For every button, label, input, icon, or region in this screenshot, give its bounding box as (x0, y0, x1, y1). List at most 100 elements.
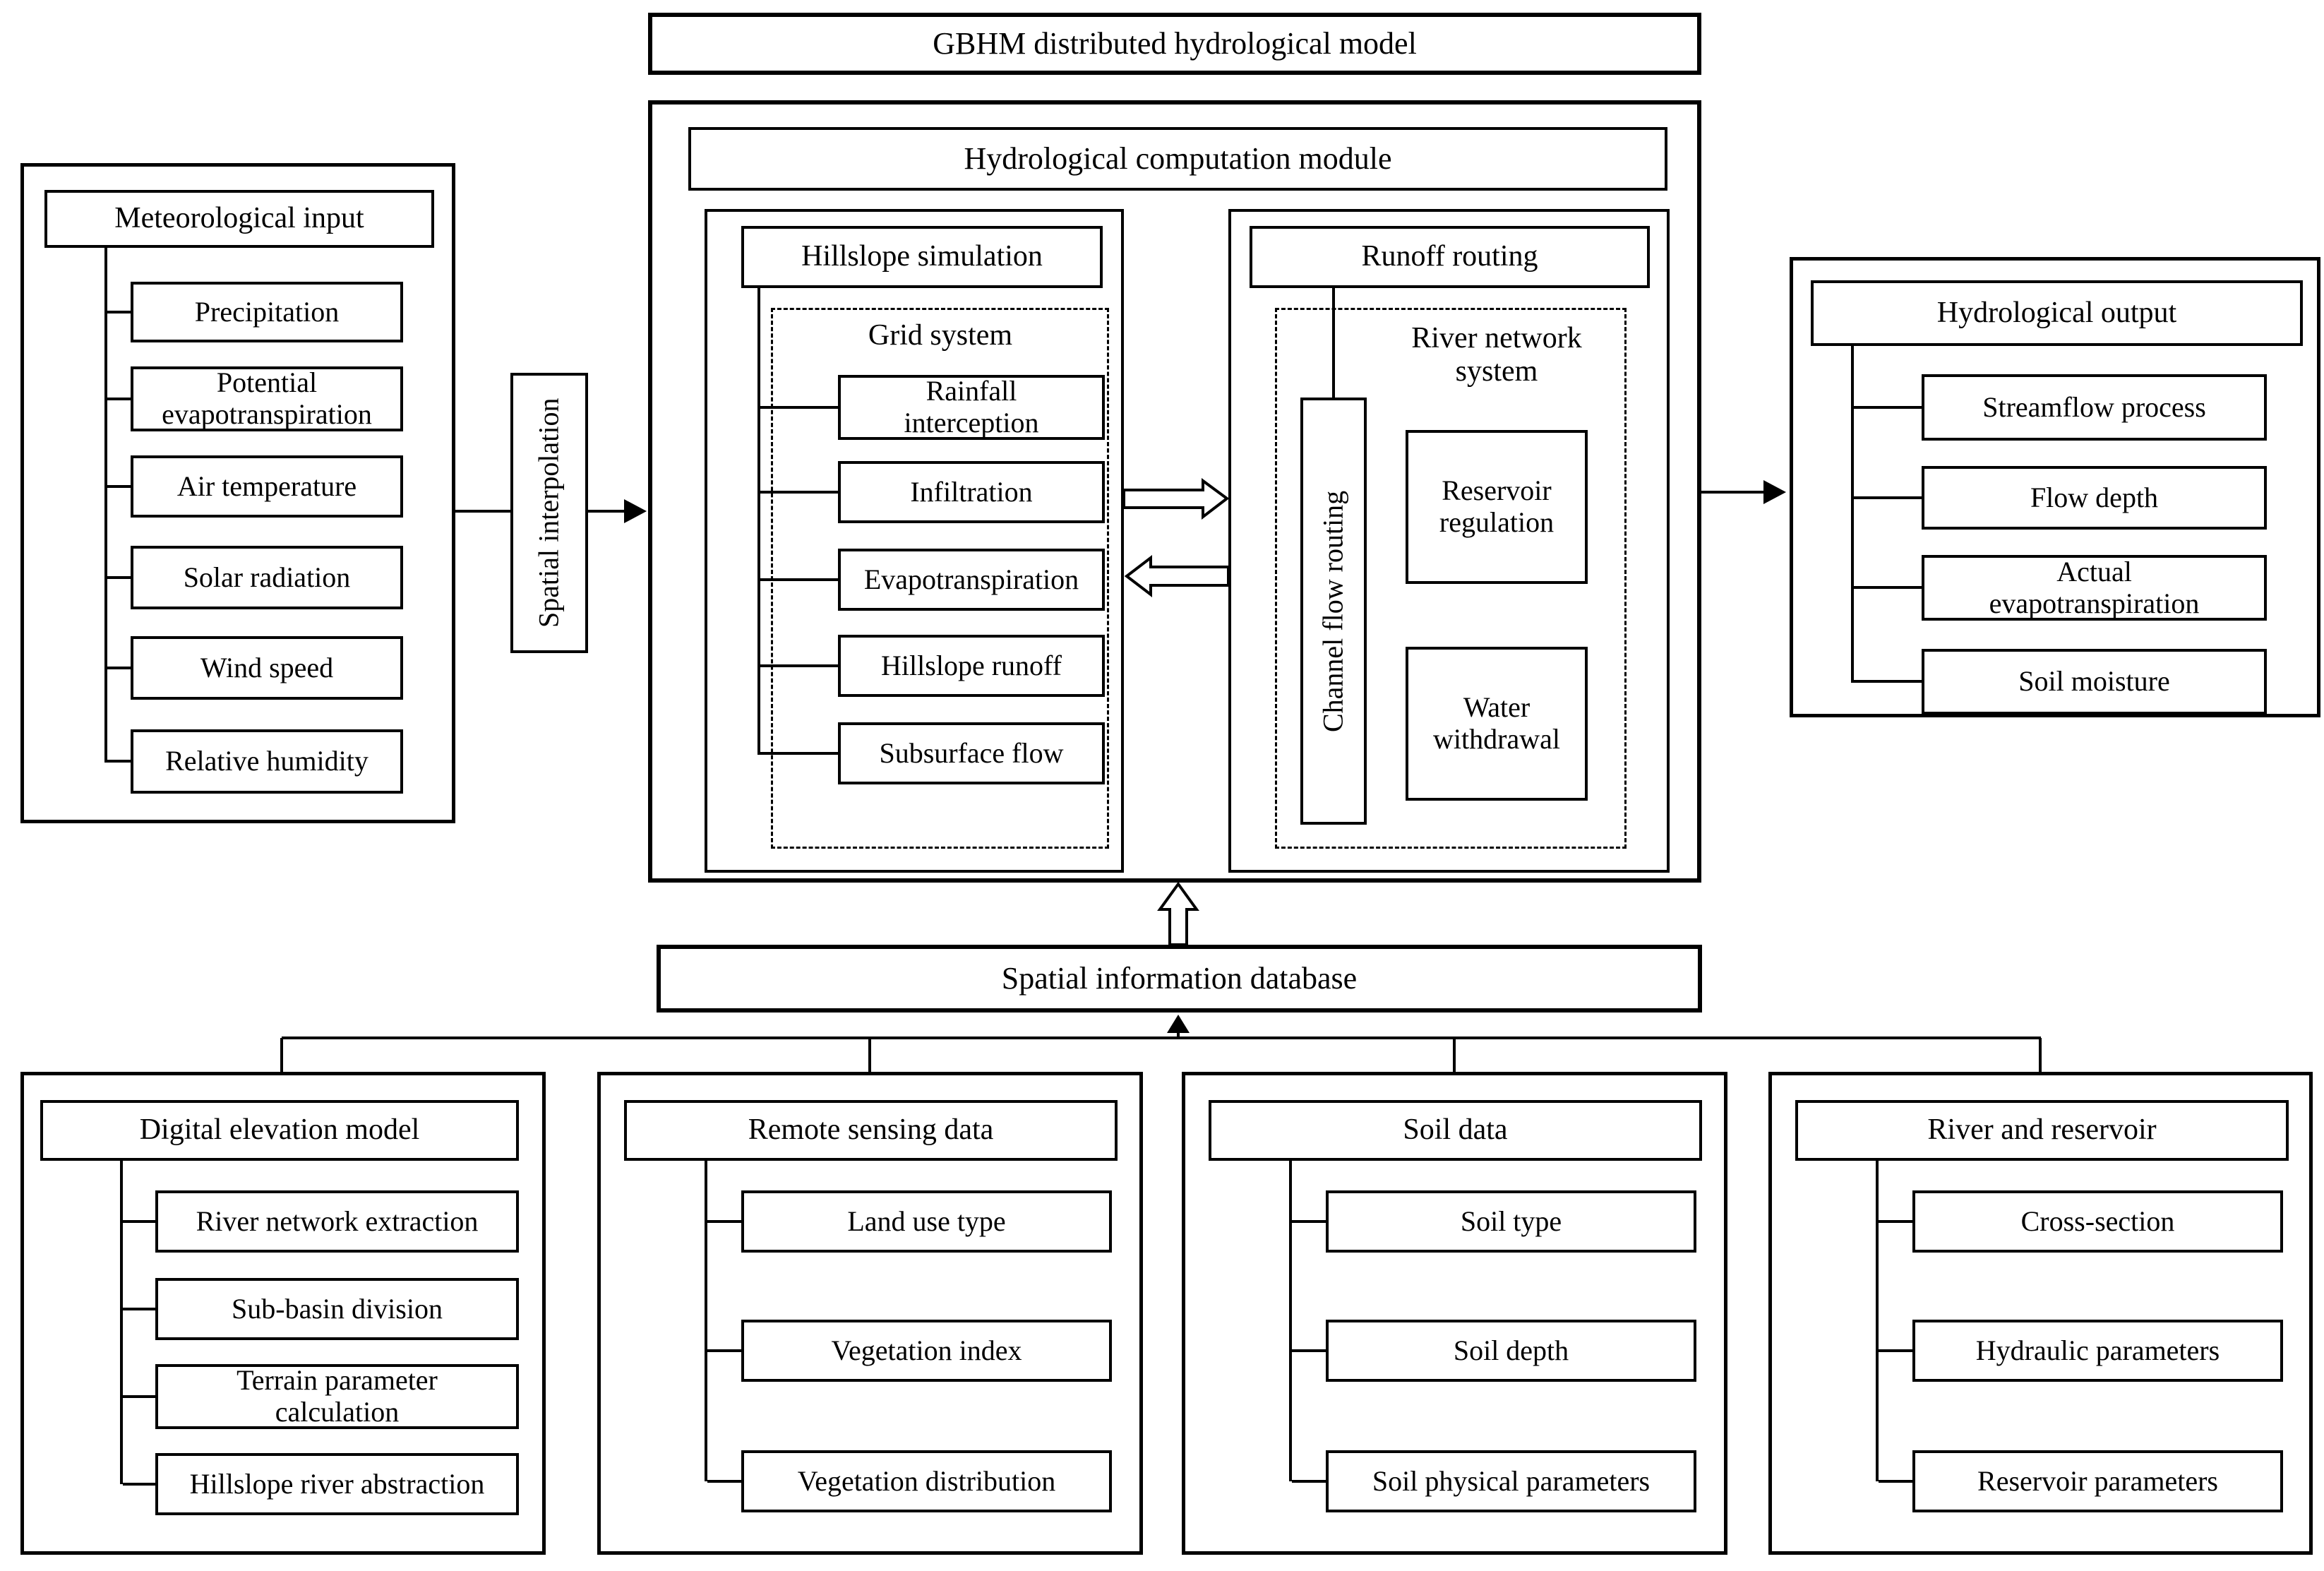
title-hillslope-simulation: Hillslope simulation (741, 226, 1103, 288)
connector-line (760, 578, 838, 581)
arrow-database-to-module (1157, 881, 1199, 946)
connector-line (107, 576, 131, 579)
connector-line (107, 485, 131, 488)
connector-line (123, 1395, 155, 1398)
box-spatial-information-database: Spatial information database (657, 945, 1702, 1013)
box-streamflow-process: Streamflow process (1922, 374, 2267, 441)
connector-line (107, 311, 131, 313)
connector-line (1453, 1038, 1456, 1073)
title-soil-data: Soil data (1209, 1100, 1702, 1161)
box-soil-type: Soil type (1326, 1190, 1696, 1253)
connector-line (868, 1038, 871, 1073)
connector-line (1854, 586, 1922, 589)
box-spatial-interpolation: Spatial interpolation (510, 373, 588, 653)
connector-line (707, 1480, 741, 1483)
connector-line (1851, 346, 1854, 683)
connector-line (760, 406, 838, 409)
box-river-network-extraction: River network extraction (155, 1190, 519, 1253)
panel-hillslope-simulation (705, 209, 1124, 873)
connector-line (107, 667, 131, 669)
connector-line (2039, 1038, 2042, 1073)
arrow-module-to-output (1701, 491, 1765, 494)
title-meteorological-input: Meteorological input (44, 190, 434, 248)
connector-line (1292, 1349, 1326, 1352)
connector-line (1292, 1480, 1326, 1483)
box-rainfall-interception: Rainfall interception (838, 375, 1105, 440)
title-gbhm-model: GBHM distributed hydrological model (648, 13, 1701, 75)
title-hydrological-output: Hydrological output (1811, 280, 2303, 346)
box-hydraulic-parameters: Hydraulic parameters (1912, 1320, 2283, 1382)
connector-line (123, 1483, 155, 1486)
panel-meteorological-input (20, 163, 455, 823)
connector-line (757, 288, 760, 755)
box-soil-depth: Soil depth (1326, 1320, 1696, 1382)
title-river-and-reservoir: River and reservoir (1795, 1100, 2289, 1161)
arrow-sources-to-database (1167, 1015, 1190, 1033)
box-hillslope-river-abstraction: Hillslope river abstraction (155, 1453, 519, 1515)
line-met-to-interpolation (455, 510, 510, 513)
connector-line (1876, 1161, 1879, 1481)
panel-runoff-routing (1228, 209, 1670, 873)
box-precipitation: Precipitation (131, 282, 403, 342)
box-terrain-parameter-calculation: Terrain parameter calculation (155, 1364, 519, 1429)
box-wind-speed: Wind speed (131, 636, 403, 700)
panel-computation-module (648, 100, 1701, 883)
arrowhead-right-icon (1763, 480, 1786, 504)
box-channel-flow-routing: Channel flow routing (1300, 398, 1367, 825)
box-evapotranspiration: Evapotranspiration (838, 549, 1105, 611)
arrow-interpolation-to-module (588, 510, 624, 513)
box-land-use-type: Land use type (741, 1190, 1112, 1253)
connector-line (705, 1161, 707, 1481)
connector-line (1854, 680, 1922, 683)
title-runoff-routing: Runoff routing (1250, 226, 1650, 288)
box-air-temperature: Air temperature (131, 455, 403, 518)
connector-line (760, 491, 838, 494)
label-river-network-system: River network system (1411, 321, 1582, 388)
connector-line (107, 398, 131, 400)
connector-line (760, 752, 838, 755)
connector-line (760, 664, 838, 667)
connector-line (123, 1220, 155, 1223)
connector-line (282, 1037, 2041, 1039)
connector-line (1289, 1161, 1292, 1481)
panel-remote-sensing-data (597, 1072, 1143, 1555)
arrow-hillslope-to-runoff (1122, 478, 1230, 598)
box-potential-evapotranspiration: Potential evapotranspiration (131, 366, 403, 431)
box-reservoir-parameters: Reservoir parameters (1912, 1450, 2283, 1512)
connector-line (107, 760, 131, 763)
connector-line (1854, 406, 1922, 409)
box-solar-radiation: Solar radiation (131, 546, 403, 609)
connector-line (280, 1038, 283, 1073)
box-infiltration: Infiltration (838, 461, 1105, 523)
panel-soil-data (1182, 1072, 1727, 1555)
arrowhead-right-icon (624, 499, 647, 523)
panel-river-and-reservoir (1768, 1072, 2313, 1555)
connector-line (707, 1349, 741, 1352)
connector-line (120, 1161, 123, 1484)
title-digital-elevation-model: Digital elevation model (40, 1100, 519, 1161)
box-actual-evapotranspiration: Actual evapotranspiration (1922, 555, 2267, 621)
connector-line (1879, 1220, 1912, 1223)
connector-line (707, 1220, 741, 1223)
box-relative-humidity: Relative humidity (131, 729, 403, 794)
connector-line (1177, 1032, 1180, 1039)
box-vegetation-distribution: Vegetation distribution (741, 1450, 1112, 1512)
panel-digital-elevation-model (20, 1072, 546, 1555)
connector-line (1332, 288, 1335, 399)
connector-line (123, 1308, 155, 1310)
box-water-withdrawal: Water withdrawal (1406, 647, 1588, 801)
arrow-runoff-to-hillslope (1124, 554, 1230, 598)
connector-line (1879, 1480, 1912, 1483)
box-hillslope-runoff: Hillslope runoff (838, 635, 1105, 697)
label-grid-system: Grid system (868, 319, 1013, 352)
box-soil-moisture: Soil moisture (1922, 649, 2267, 715)
connector-line (1879, 1349, 1912, 1352)
box-reservoir-regulation: Reservoir regulation (1406, 430, 1588, 584)
connector-line (104, 248, 107, 763)
box-flow-depth: Flow depth (1922, 466, 2267, 530)
box-soil-physical-parameters: Soil physical parameters (1326, 1450, 1696, 1512)
connector-line (1292, 1220, 1326, 1223)
panel-river-network-system (1275, 308, 1627, 849)
title-computation-module: Hydrological computation module (688, 127, 1667, 191)
